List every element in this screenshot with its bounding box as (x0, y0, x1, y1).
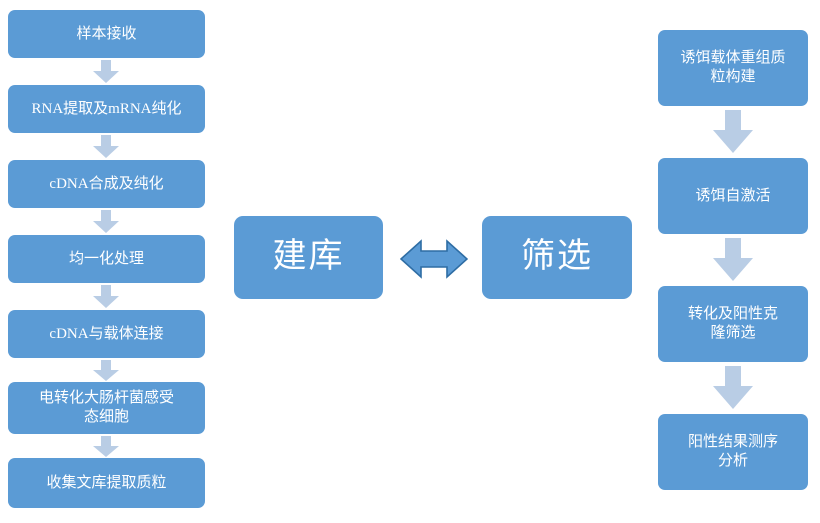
arrow-down-icon-left-6 (92, 436, 120, 458)
node-cdna-vector-ligation[interactable]: cDNA与载体连接 (8, 310, 205, 358)
arrow-down-icon-left-2 (92, 135, 120, 159)
node-electroporation-ecoli[interactable]: 电转化大肠杆菌感受 态细胞 (8, 382, 205, 434)
arrow-down-icon-right-2 (712, 238, 754, 282)
node-transformation-positive-clone-screening[interactable]: 转化及阳性克 隆筛选 (658, 286, 808, 362)
node-rna-extraction[interactable]: RNA提取及mRNA纯化 (8, 85, 205, 133)
hub-screening[interactable]: 筛选 (482, 216, 632, 299)
node-normalization[interactable]: 均一化处理 (8, 235, 205, 283)
node-positive-result-sequencing[interactable]: 阳性结果测序 分析 (658, 414, 808, 490)
arrow-down-icon-left-5 (92, 360, 120, 382)
node-bait-autoactivation[interactable]: 诱饵自激活 (658, 158, 808, 234)
arrow-down-icon-right-3 (712, 366, 754, 410)
arrow-down-icon-left-1 (92, 60, 120, 84)
node-bait-vector-plasmid[interactable]: 诱饵载体重组质 粒构建 (658, 30, 808, 106)
node-collect-library-plasmid[interactable]: 收集文库提取质粒 (8, 458, 205, 508)
arrow-down-icon-left-3 (92, 210, 120, 234)
hub-library-construction[interactable]: 建库 (234, 216, 383, 299)
arrow-down-icon-left-4 (92, 285, 120, 309)
node-sample-reception[interactable]: 样本接收 (8, 10, 205, 58)
arrow-down-icon-right-1 (712, 110, 754, 154)
node-cdna-synthesis[interactable]: cDNA合成及纯化 (8, 160, 205, 208)
double-headed-arrow-icon (400, 238, 468, 280)
